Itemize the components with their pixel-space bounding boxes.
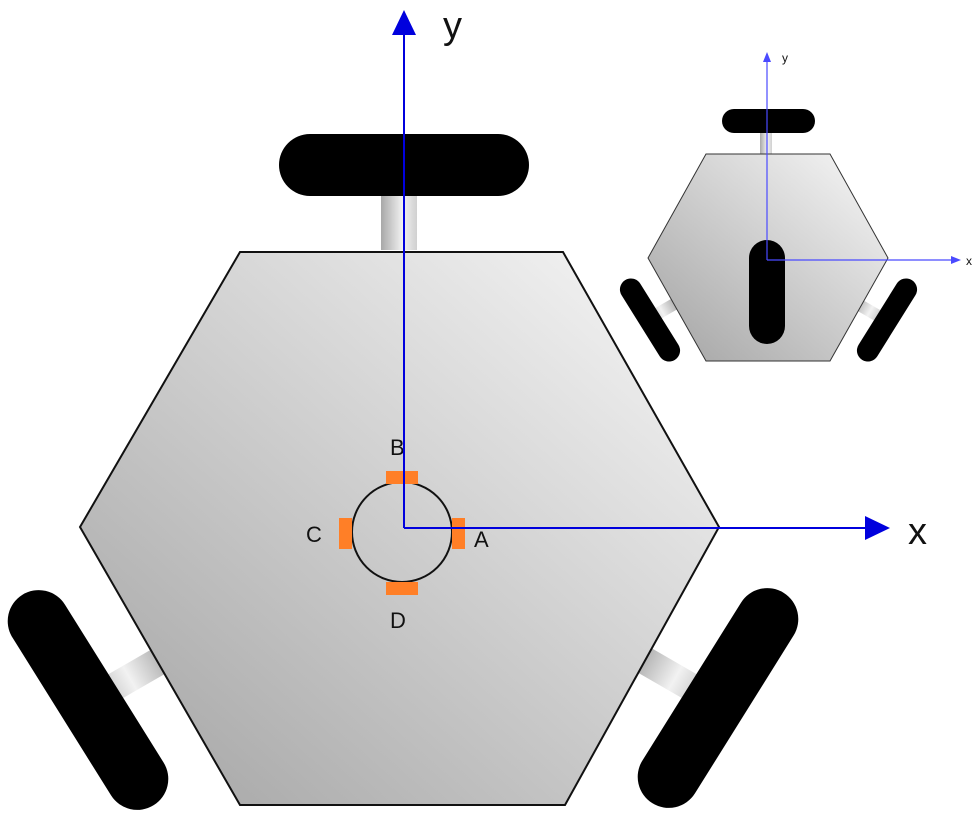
sensor-label-a: A xyxy=(474,527,489,552)
sensor-pad-b xyxy=(386,471,418,484)
right-axle xyxy=(637,647,703,703)
main-robot: A B C D y x xyxy=(7,5,927,810)
sensor-pad-d xyxy=(386,582,418,595)
top-axle xyxy=(381,192,417,250)
inset-top-wheel xyxy=(722,109,815,133)
x-axis-label: x xyxy=(908,511,927,553)
inset-x-axis-label: x xyxy=(966,254,972,268)
inset-y-axis-label: y xyxy=(782,51,788,65)
inset-center-wheel xyxy=(749,240,785,344)
inset-y-axis-arrowhead xyxy=(763,52,771,62)
sensor-label-b: B xyxy=(390,435,405,460)
sensor-label-c: C xyxy=(306,522,322,547)
y-axis-label: y xyxy=(443,5,462,47)
left-axle xyxy=(102,647,168,703)
inset-robot: y x xyxy=(619,51,972,362)
sensor-pad-a xyxy=(452,518,465,549)
y-axis-arrowhead xyxy=(392,10,416,35)
sensor-pad-c xyxy=(339,518,352,549)
robot-body xyxy=(78,251,721,806)
left-wheel xyxy=(7,590,169,810)
main-axes: y x xyxy=(392,5,927,553)
inset-left-wheel xyxy=(619,278,681,362)
inset-x-axis-arrowhead xyxy=(951,256,961,264)
sensor-label-d: D xyxy=(390,608,406,633)
inset-top-axle xyxy=(760,130,772,154)
inset-axes: y x xyxy=(763,51,972,268)
inset-right-wheel xyxy=(856,278,918,362)
right-wheel xyxy=(637,588,799,808)
x-axis-arrowhead xyxy=(865,516,890,540)
